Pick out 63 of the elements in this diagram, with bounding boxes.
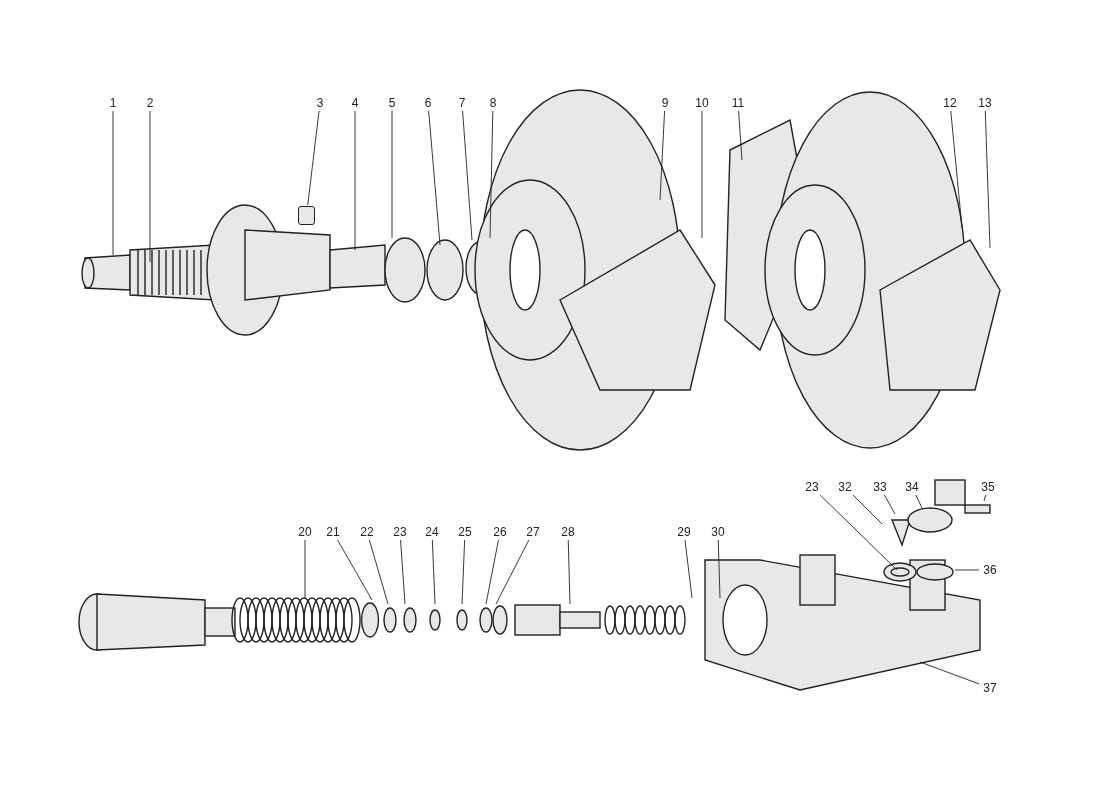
callout-number: 28 — [558, 525, 578, 539]
callout-number: 30 — [708, 525, 728, 539]
leader-line — [819, 494, 898, 571]
callout-number: 36 — [980, 563, 1000, 577]
callout-number: 12 — [940, 96, 960, 110]
callout-number: 23 — [390, 525, 410, 539]
callout-number: 37 — [980, 681, 1000, 695]
callout-number: 35 — [978, 480, 998, 494]
callout-number: 2 — [140, 96, 160, 110]
leader-line — [149, 110, 151, 263]
callout-number: 11 — [728, 96, 748, 110]
leader-line — [884, 494, 896, 515]
callout-number: 25 — [455, 525, 475, 539]
leader-line — [461, 539, 466, 605]
leader-line — [950, 110, 963, 229]
leader-line — [431, 539, 436, 605]
callout-number: 8 — [483, 96, 503, 110]
leader-line — [852, 494, 883, 525]
leader-line — [701, 110, 703, 239]
leader-line — [112, 110, 114, 256]
leader-line — [954, 569, 980, 571]
leader-line — [717, 539, 721, 599]
callout-number: 26 — [490, 525, 510, 539]
leader-line — [304, 539, 306, 599]
leader-line — [915, 494, 923, 509]
callout-number: 9 — [655, 96, 675, 110]
callout-number: 10 — [692, 96, 712, 110]
leader-line — [391, 110, 393, 239]
leader-line — [495, 539, 530, 605]
leader-line — [354, 110, 356, 251]
callout-number: 21 — [323, 525, 343, 539]
grub-screw — [298, 206, 315, 225]
callout-number: 23 — [802, 480, 822, 494]
callout-number: 29 — [674, 525, 694, 539]
leader-line — [428, 110, 441, 246]
leader-line — [307, 110, 320, 206]
leader-line — [684, 539, 693, 599]
callout-number: 32 — [835, 480, 855, 494]
leader-line — [337, 539, 373, 601]
leader-line — [567, 539, 571, 605]
callout-number: 5 — [382, 96, 402, 110]
leader-line — [659, 110, 666, 201]
callout-number: 20 — [295, 525, 315, 539]
callout-number: 34 — [902, 480, 922, 494]
leader-line — [368, 539, 389, 605]
callout-number: 27 — [523, 525, 543, 539]
leader-line — [983, 494, 987, 502]
leader-line — [400, 539, 406, 605]
leader-line — [984, 110, 991, 249]
leader-line — [919, 661, 980, 685]
callout-number: 7 — [452, 96, 472, 110]
leader-line — [738, 110, 743, 161]
leader-line — [489, 110, 494, 239]
leader-line — [485, 539, 499, 605]
callout-number: 24 — [422, 525, 442, 539]
callout-number: 3 — [310, 96, 330, 110]
callout-number: 1 — [103, 96, 123, 110]
callout-number: 33 — [870, 480, 890, 494]
callout-number: 13 — [975, 96, 995, 110]
callout-number: 4 — [345, 96, 365, 110]
callout-number: 6 — [418, 96, 438, 110]
callout-number: 22 — [357, 525, 377, 539]
leader-line — [462, 110, 473, 241]
